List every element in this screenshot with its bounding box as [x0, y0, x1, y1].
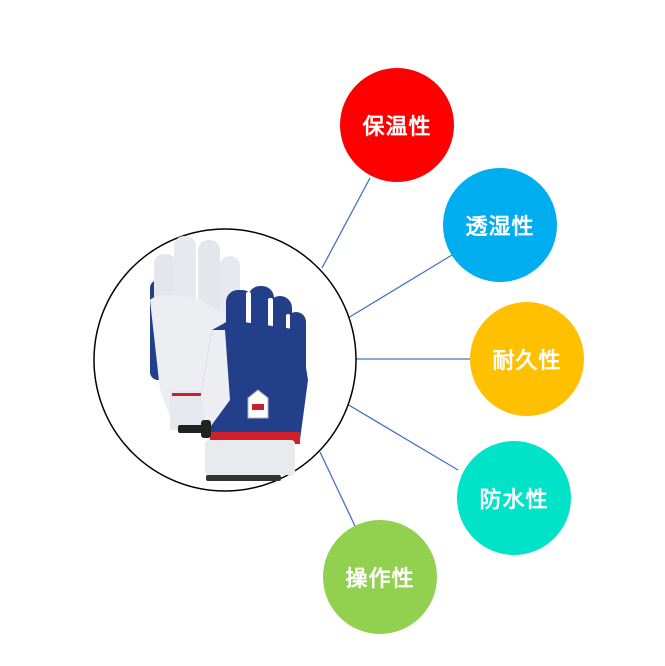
feature-durability: 耐久性	[470, 302, 584, 416]
feature-label: 保温性	[362, 115, 432, 140]
glove-image	[150, 236, 308, 481]
connector-line	[347, 254, 453, 319]
connector-line	[346, 403, 459, 471]
connector-line	[321, 177, 371, 269]
feature-label: 耐久性	[492, 349, 562, 374]
feature-label: 防水性	[479, 488, 549, 513]
feature-warmth: 保温性	[340, 68, 454, 182]
feature-label: 透湿性	[465, 215, 535, 240]
feature-breathability: 透湿性	[443, 168, 557, 282]
feature-label: 操作性	[345, 567, 415, 592]
connector-line	[319, 451, 356, 527]
feature-dexterity: 操作性	[323, 520, 437, 634]
feature-waterproof: 防水性	[457, 441, 571, 555]
